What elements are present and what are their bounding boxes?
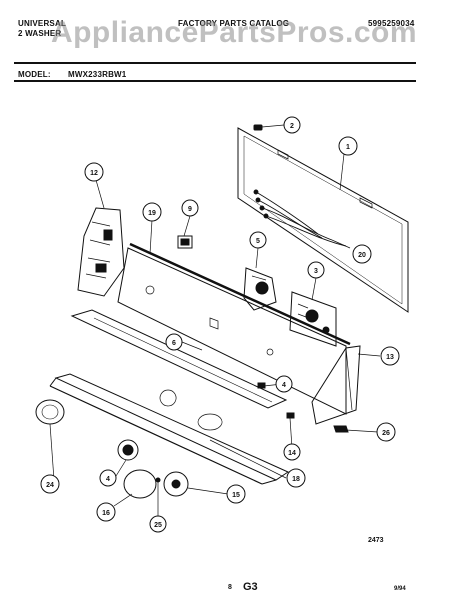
svg-text:5: 5 [256,238,260,245]
svg-text:20: 20 [358,252,366,259]
section-code: G3 [243,581,258,593]
part-control-board [289,291,337,347]
callout-19: 19 [142,202,162,222]
part-knob-16 [123,469,157,499]
page-number: 8 [228,584,232,591]
callout-16: 16 [96,502,116,522]
callout-9: 9 [181,199,199,217]
brand-line-1: UNIVERSAL [18,19,67,28]
svg-text:9: 9 [188,206,192,213]
leader-lines [49,124,381,518]
header-rule-bottom [14,80,416,82]
callout-25: 25 [149,515,167,533]
svg-text:4: 4 [282,382,286,389]
svg-text:4: 4 [106,476,110,483]
watermark: AppliancePartsPros.com [50,16,418,49]
callout-26: 26 [376,422,396,442]
part-switch [177,235,193,249]
part-screws [257,382,349,433]
svg-text:6: 6 [172,340,176,347]
callout-15: 15 [226,484,246,504]
callout-4-upper: 4 [275,375,293,393]
catalog-title: FACTORY PARTS CATALOG [178,19,290,28]
callout-4-lower: 4 [99,469,117,487]
part-knob-15 [155,471,189,497]
header-rule-top [14,62,416,64]
svg-text:13: 13 [386,354,394,361]
catalog-number: 5995259034 [368,19,415,28]
svg-text:15: 15 [232,492,240,499]
drawing-number: 2473 [368,537,384,544]
part-wiring-harness [253,189,347,247]
callout-1: 1 [338,136,358,156]
svg-text:2: 2 [290,123,294,130]
part-screw-2 [253,124,263,131]
brand-line-2: 2 WASHER [18,29,62,38]
part-console [49,373,290,485]
svg-text:19: 19 [148,210,156,217]
callout-5: 5 [249,231,267,249]
part-knob-small-4 [117,439,139,461]
svg-text:1: 1 [346,144,350,151]
svg-text:18: 18 [292,476,300,483]
svg-text:16: 16 [102,510,110,517]
callout-6: 6 [165,333,183,351]
callout-14: 14 [283,443,301,461]
model-value: MWX233RBW1 [68,70,127,79]
date-code: 9/94 [394,586,406,592]
svg-text:3: 3 [314,268,318,275]
part-panel-trim [70,309,288,409]
callout-18: 18 [286,468,306,488]
svg-text:24: 24 [46,482,54,489]
part-knob-large [35,399,65,425]
part-timer [243,267,277,311]
svg-text:26: 26 [382,430,390,437]
callout-3: 3 [307,261,325,279]
svg-text:12: 12 [90,170,98,177]
part-back-panel [237,127,409,313]
callout-2: 2 [283,116,301,134]
callout-24: 24 [40,474,60,494]
part-control-bracket [77,207,125,297]
callout-12: 12 [84,162,104,182]
part-end-cap [311,345,361,425]
callout-13: 13 [380,346,400,366]
svg-text:25: 25 [154,522,162,529]
callout-20: 20 [352,244,372,264]
svg-text:14: 14 [288,450,296,457]
model-label: MODEL: [18,70,51,79]
